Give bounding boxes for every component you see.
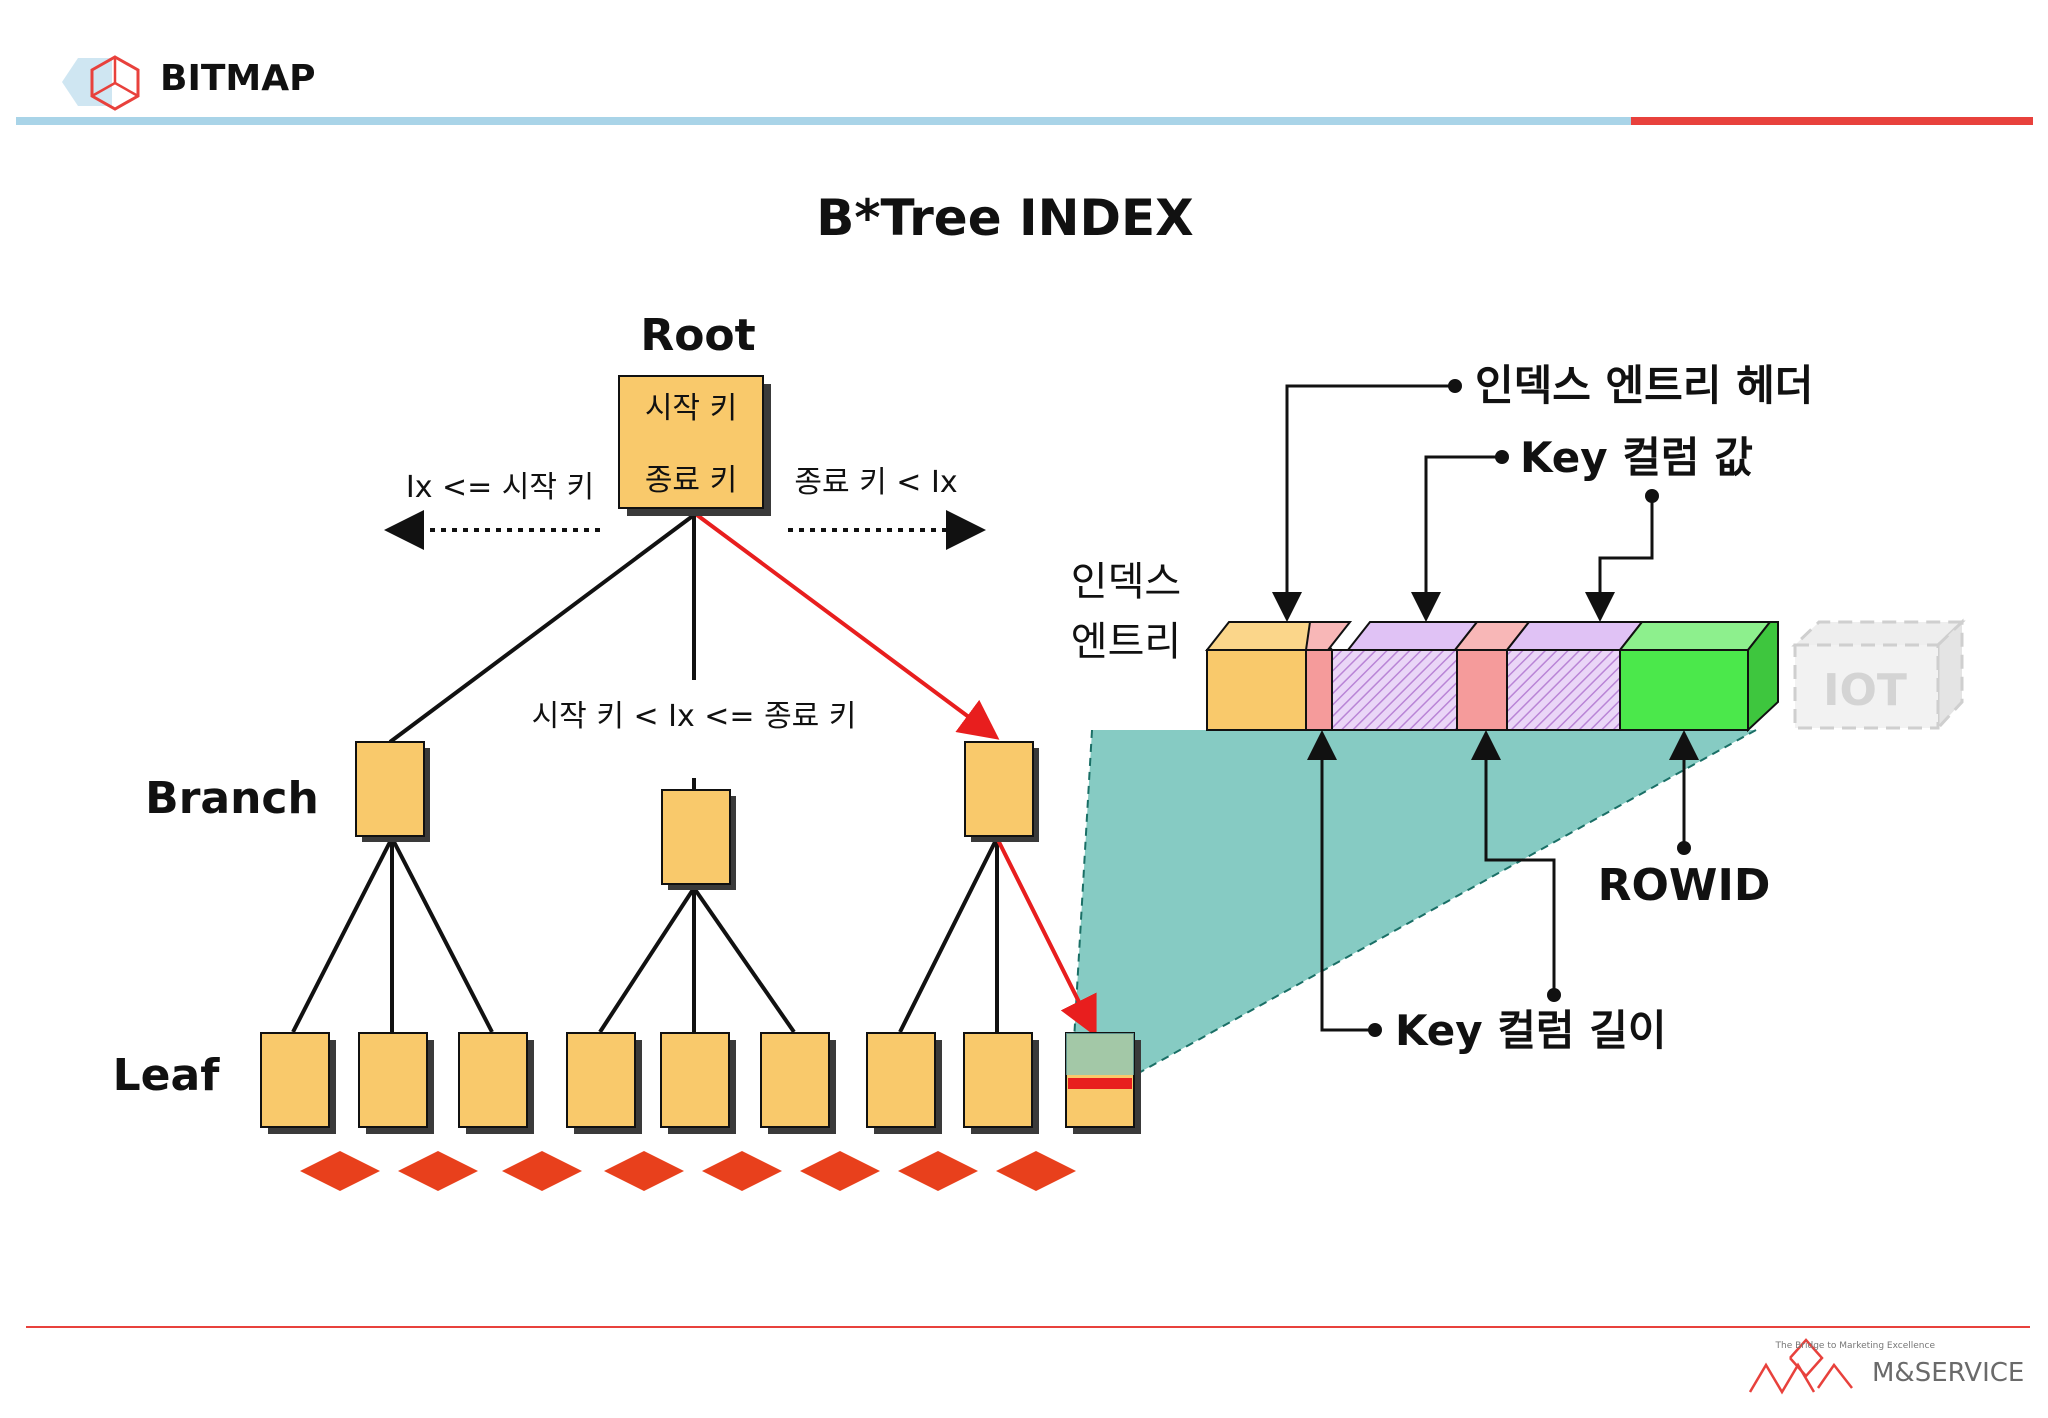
segment-key-value xyxy=(1331,649,1458,731)
footer-tagline: The Bridge to Marketing Excellence xyxy=(1775,1341,1936,1351)
callout-key-length: Key 컬럼 길이 xyxy=(1395,1006,1666,1055)
header-logo-icon xyxy=(62,55,140,111)
callout-rowid: ROWID xyxy=(1598,860,1771,911)
leaf-label: Leaf xyxy=(113,1050,221,1101)
callout-lines xyxy=(1272,384,1699,1032)
header-rule-red xyxy=(1631,117,2033,125)
leaf-node xyxy=(458,1032,534,1134)
branch-node xyxy=(661,789,736,890)
leaf-node xyxy=(566,1032,642,1134)
root-label: Root xyxy=(640,310,755,361)
index-entry-bar xyxy=(1204,621,1779,733)
condition-middle: 시작 키 < Ix <= 종료 키 xyxy=(532,699,857,734)
zoom-projection xyxy=(1072,730,1756,1075)
footer-logo: The Bridge to Marketing Excellence M&SER… xyxy=(1748,1338,2024,1395)
search-path xyxy=(695,513,1097,1038)
diagram-title: B*Tree INDEX xyxy=(816,189,1193,247)
callout-entry-header: 인덱스 엔트리 헤더 xyxy=(1475,361,1813,410)
leaf-node xyxy=(660,1032,736,1134)
leaf-node xyxy=(260,1032,336,1134)
iot-label: IOT xyxy=(1823,665,1907,716)
entry-label-line2: 엔트리 xyxy=(1071,619,1181,665)
segment-key-length xyxy=(1305,649,1333,731)
callout-dots xyxy=(1368,379,1691,1037)
leaf-node xyxy=(760,1032,836,1134)
branch-label: Branch xyxy=(145,773,319,824)
leaf-node xyxy=(358,1032,434,1134)
leaf-row xyxy=(260,1032,1141,1134)
root-node: 시작 키 종료 키 xyxy=(618,375,771,516)
branch-node xyxy=(964,741,1039,842)
tree-edges xyxy=(291,513,999,1034)
segment-rowid xyxy=(1619,649,1749,731)
leaf-node xyxy=(866,1032,942,1134)
callout-key-value: Key 컬럼 값 xyxy=(1520,433,1753,482)
root-start-key: 시작 키 xyxy=(645,391,737,426)
root-end-key: 종료 키 xyxy=(645,463,737,498)
leaf-node xyxy=(963,1032,1039,1134)
condition-right: 종료 키 < Ix xyxy=(794,465,957,500)
header: BITMAP xyxy=(16,55,2033,125)
footer-brand: M&SERVICE xyxy=(1872,1358,2024,1388)
segment-key-value xyxy=(1506,649,1621,731)
segment-entry-header xyxy=(1206,649,1307,731)
entry-label-line1: 인덱스 xyxy=(1071,559,1181,605)
segment-key-length xyxy=(1456,649,1508,731)
iot-box: IOT xyxy=(1791,618,1966,732)
header-rule-blue xyxy=(16,117,1631,125)
section-title: BITMAP xyxy=(160,58,315,99)
leaf-node-target xyxy=(1065,1032,1141,1134)
condition-left: Ix <= 시작 키 xyxy=(406,470,594,505)
brand-mark-icon xyxy=(1748,1338,1853,1395)
branch-node xyxy=(355,741,430,842)
